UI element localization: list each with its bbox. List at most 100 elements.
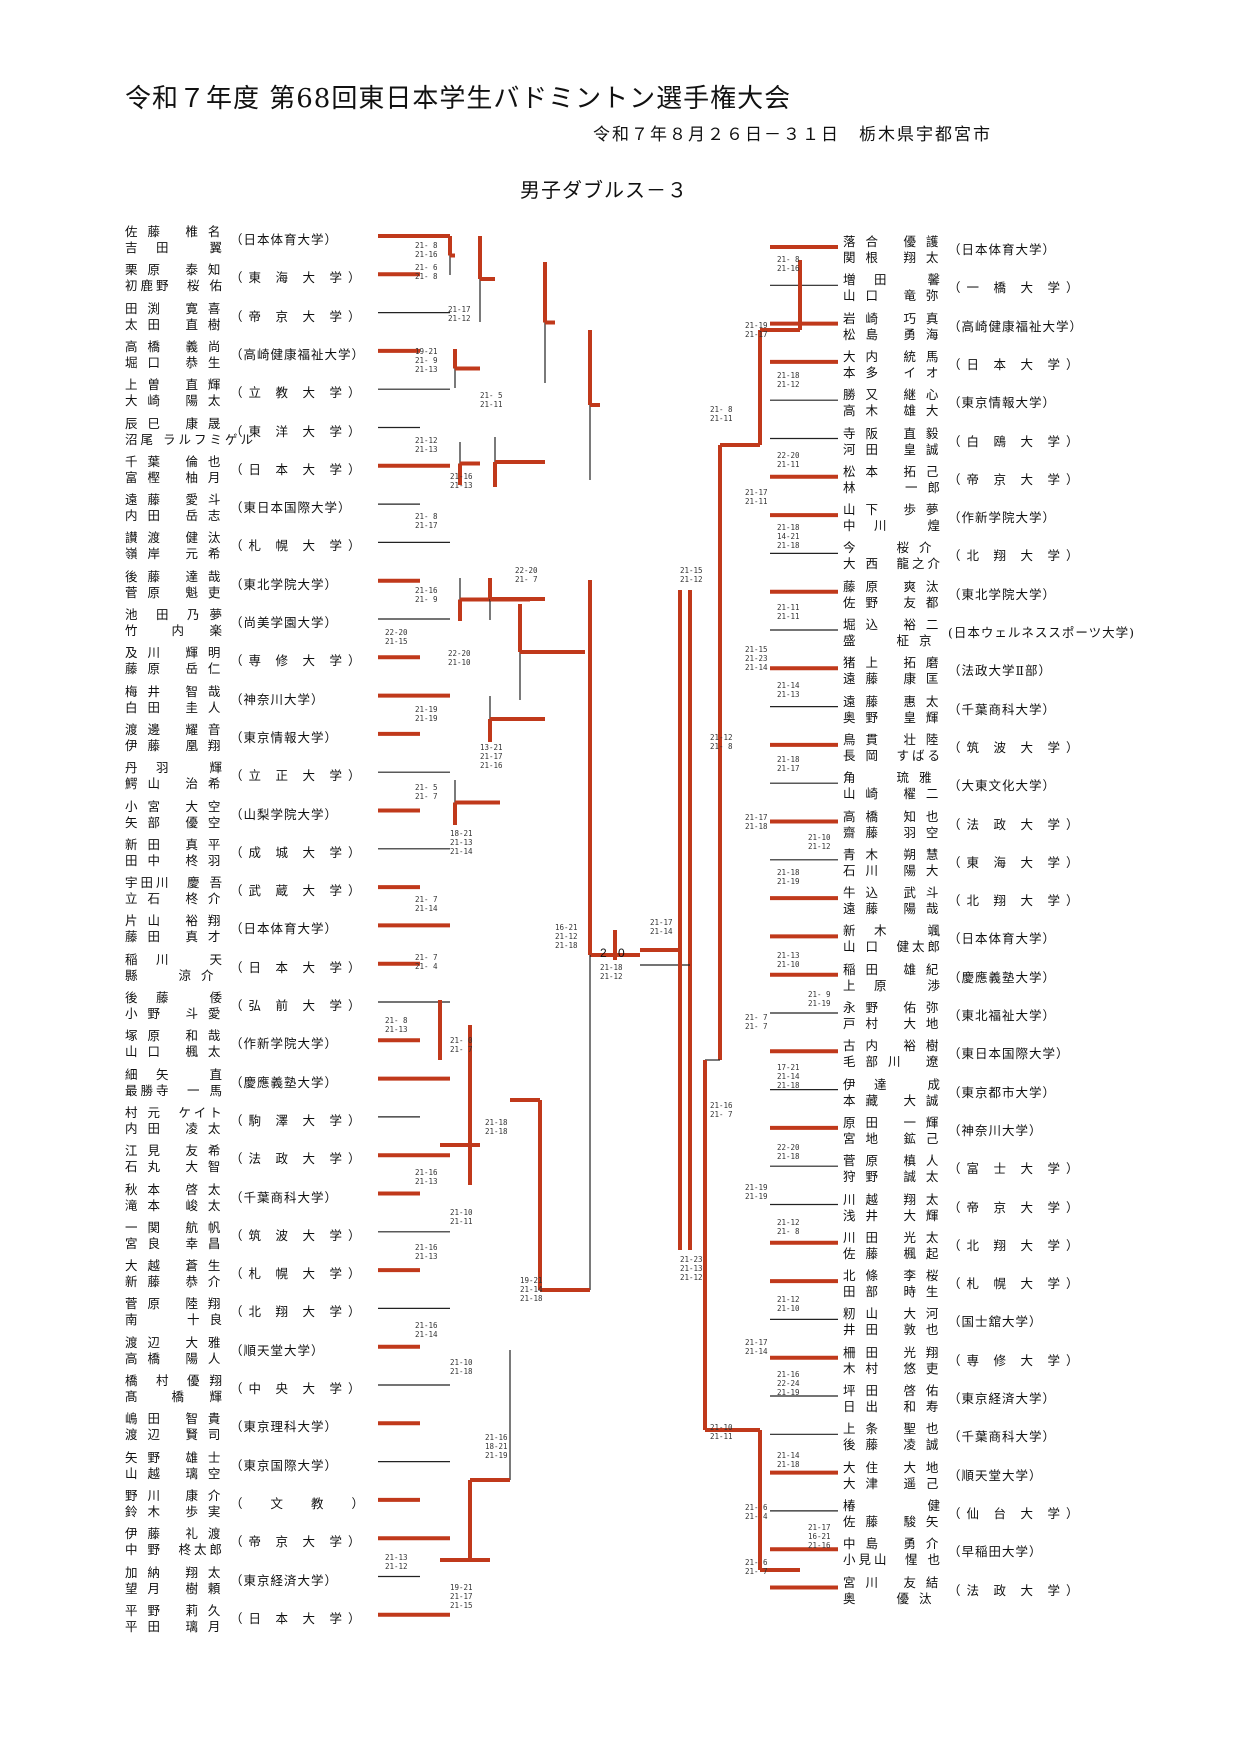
- school-name: （ 中 央 大 学 ）: [230, 1381, 362, 1396]
- player-1-name: 大 住 大 地: [843, 1459, 942, 1475]
- set-score: 21-13: [415, 445, 438, 454]
- entry-pair: 鳥 貫 壮 陸長 岡 すばる（ 筑 波 大 学 ）: [843, 730, 1113, 766]
- player-1-name: 遠 藤 惠 太: [843, 693, 942, 709]
- player-names: 佐 藤 椎 名吉 田 翼: [125, 224, 225, 256]
- set-score: 22-20: [448, 649, 471, 658]
- entry-pair: 松 本 拓 己林 一 郎（ 帝 京 大 学 ）: [843, 462, 1113, 498]
- player-names: 梅 井 智 哉白 田 圭 人: [125, 684, 225, 716]
- entry-pair: 原 田 一 輝宮 地 鉱 己（神奈川大学）: [843, 1113, 1113, 1149]
- player-2-name: 小見山 惺 也: [843, 1552, 943, 1568]
- set-score: 21- 5: [480, 391, 503, 400]
- entry-pair: 遠 藤 愛 斗内 田 岳 志（東日本国際大学）: [125, 490, 395, 526]
- set-score: 21-23: [680, 1255, 703, 1264]
- set-score: 21-13: [450, 838, 473, 847]
- player-2-name: 石 丸 大 智: [125, 1159, 224, 1175]
- player-1-name: 落 合 優 護: [843, 234, 942, 249]
- set-score: 21-18: [450, 1367, 473, 1376]
- entry-pair: 秋 本 啓 太滝 本 峻 太（千葉商科大学）: [125, 1180, 395, 1216]
- set-score: 21- 8: [415, 512, 438, 521]
- player-names: 丹 羽 輝鰐 山 治 希: [125, 760, 225, 792]
- set-score: 21-10: [808, 833, 831, 842]
- set-score: 21-11: [777, 603, 800, 612]
- set-score: 21-19: [777, 1388, 800, 1397]
- set-score: 21-23: [745, 654, 768, 663]
- set-score: 21-11: [777, 460, 800, 469]
- player-1-name: 千 葉 倫 也: [125, 453, 224, 469]
- set-score: 19-21: [450, 1583, 473, 1592]
- set-score: 21-18: [777, 868, 800, 877]
- player-names: 池 田 乃 夢竹 内 楽: [125, 607, 225, 639]
- player-names: 堀 込 裕 二盛 柾 京: [843, 617, 943, 649]
- player-1-name: 後 藤 倭: [125, 990, 225, 1005]
- player-2-name: 鈴 木 歩 実: [125, 1503, 224, 1519]
- entry-pair: 加 納 翔 太望 月 樹 頼（東京経済大学）: [125, 1563, 395, 1599]
- entry-pair: 中 島 勇 介小見山 惺 也（早稲田大学）: [843, 1534, 1113, 1570]
- set-score: 21-19: [415, 705, 438, 714]
- set-score: 21-18: [777, 371, 800, 380]
- school-name: （ 帝 京 大 学 ）: [948, 1199, 1080, 1215]
- school-name: （慶應義塾大学）: [230, 1074, 339, 1090]
- entry-pair: 丹 羽 輝鰐 山 治 希（ 立 正 大 学 ）: [125, 758, 395, 794]
- player-2-name: 藤 原 岳 仁: [125, 661, 224, 677]
- set-score: 21-18: [777, 1081, 800, 1090]
- player-1-name: 野 川 康 介: [125, 1487, 224, 1503]
- school-name: （ 一 橋 大 学 ）: [948, 280, 1080, 296]
- player-1-name: 平 野 莉 久: [125, 1602, 224, 1618]
- player-names: 小 宮 大 空矢 部 優 空: [125, 799, 225, 831]
- set-score: 21- 8: [415, 272, 438, 281]
- player-names: 今 桜 介大 西 龍之介: [843, 540, 943, 572]
- set-score: 21- 8: [385, 1016, 408, 1025]
- set-score: 21-17: [448, 305, 471, 314]
- entry-pair: 大 越 蒼 生新 藤 恭 介（ 札 幌 大 学 ）: [125, 1256, 395, 1292]
- set-score: 21-18: [777, 1460, 800, 1469]
- set-score: 21-18: [485, 1127, 508, 1136]
- school-name: （日本体育大学）: [230, 921, 339, 937]
- player-2-name: 奥 優 汰: [843, 1590, 935, 1606]
- school-name: （ 帝 京 大 学 ）: [948, 471, 1080, 487]
- school-name: （作新学院大学）: [948, 510, 1057, 526]
- set-score: 21- 9: [415, 356, 438, 365]
- player-1-name: 勝 又 継 心: [843, 387, 942, 403]
- entry-pair: 菅 原 陸 翔南 十 良（ 北 翔 大 学 ）: [125, 1294, 395, 1330]
- entry-pair: 北 條 李 桜田 部 時 生（ 札 幌 大 学 ）: [843, 1266, 1113, 1302]
- player-names: 宮 川 友 結奥 優 汰: [843, 1575, 943, 1607]
- player-1-name: 菅 原 陸 翔: [125, 1296, 224, 1312]
- player-2-name: 後 藤 凌 誠: [843, 1437, 942, 1453]
- player-2-name: 戸 村 大 地: [843, 1016, 942, 1031]
- player-1-name: 橋 村 優 翔: [125, 1373, 225, 1388]
- school-name: （東日本国際大学）: [948, 1046, 1070, 1062]
- player-names: 高 橋 義 尚堀 口 恭 生: [125, 339, 225, 371]
- entry-pair: 及 川 輝 明藤 原 岳 仁（ 専 修 大 学 ）: [125, 643, 395, 679]
- entry-pair: 伊 達 成本 藏 大 誠（東京都市大学）: [843, 1075, 1113, 1111]
- entry-pair: 菅 原 槙 人狩 野 誠 太（ 富 士 大 学 ）: [843, 1151, 1113, 1187]
- set-score: 21-16: [415, 1168, 438, 1177]
- player-names: 伊 藤 礼 渡中 野 柊太郎: [125, 1526, 225, 1558]
- school-name: （山梨学院大学）: [230, 806, 339, 822]
- entry-pair: 寺 阪 直 毅河 田 皇 誠（ 白 鴎 大 学 ）: [843, 424, 1113, 460]
- player-2-name: 大 津 遥 己: [843, 1475, 942, 1491]
- player-2-name: 白 田 圭 人: [125, 699, 224, 715]
- set-score: 21-13: [450, 481, 473, 490]
- player-2-name: 渡 辺 賢 司: [125, 1427, 224, 1443]
- player-names: 川 田 光 太佐 藤 楓 起: [843, 1230, 943, 1262]
- player-1-name: 一 関 航 帆: [125, 1219, 224, 1235]
- entry-pair: 岩 崎 巧 真松 島 勇 海（高崎健康福祉大学）: [843, 309, 1113, 345]
- player-2-name: 井 田 敦 也: [843, 1322, 942, 1338]
- player-names: 籾 山 大 河井 田 敦 也: [843, 1306, 943, 1338]
- set-score: 21-14: [777, 681, 800, 690]
- school-name: （ 法 政 大 学 ）: [948, 816, 1080, 832]
- player-1-name: 北 條 李 桜: [843, 1268, 942, 1284]
- set-score: 21-18: [777, 523, 800, 532]
- player-1-name: 大 越 蒼 生: [125, 1258, 224, 1274]
- school-name: （ 札 幌 大 学 ）: [230, 1266, 362, 1282]
- entry-pair: 宮 川 友 結奥 優 汰（ 法 政 大 学 ）: [843, 1573, 1113, 1609]
- player-names: 後 藤 倭小 野 斗 愛: [125, 990, 225, 1022]
- set-score: 21-16: [415, 1321, 438, 1330]
- set-score: 21-19: [485, 1451, 508, 1460]
- set-score: 21-11: [710, 414, 733, 423]
- school-name: （ 成 城 大 学 ）: [230, 844, 362, 860]
- player-2-name: 本 藏 大 誠: [843, 1092, 942, 1108]
- player-names: 片 山 裕 翔藤 田 真 才: [125, 913, 225, 945]
- player-names: 加 納 翔 太望 月 樹 頼: [125, 1565, 225, 1597]
- player-names: 及 川 輝 明藤 原 岳 仁: [125, 645, 225, 677]
